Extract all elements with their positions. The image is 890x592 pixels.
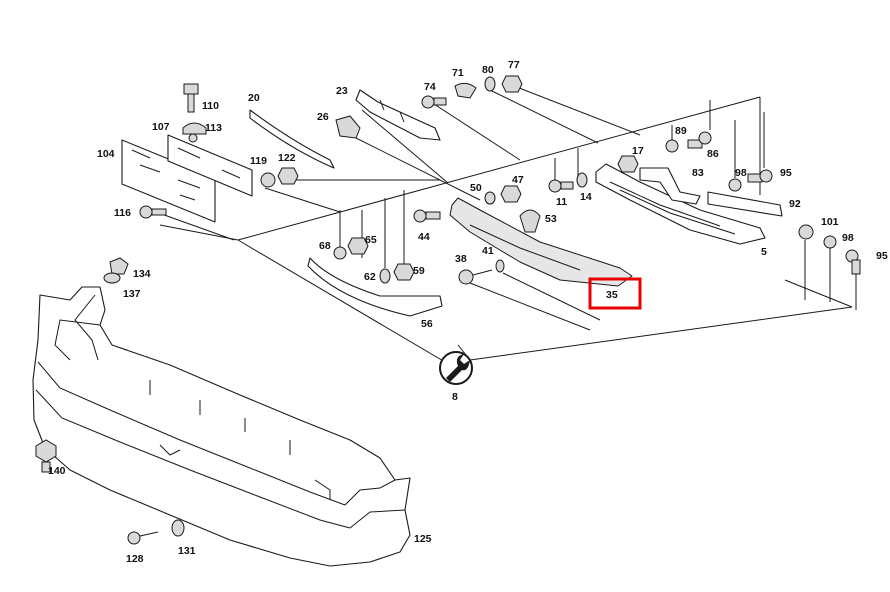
clip-71	[454, 82, 477, 99]
nut-17	[617, 155, 639, 173]
bolt-140	[35, 439, 57, 473]
label-23: 23	[336, 85, 348, 97]
label-101: 101	[821, 216, 839, 228]
washer-101	[798, 224, 814, 240]
label-83: 83	[692, 167, 704, 179]
label-50: 50	[470, 182, 482, 194]
strip-35	[449, 197, 633, 287]
label-95-upper: 95	[780, 167, 792, 179]
screw-128	[127, 531, 159, 545]
washer-62	[379, 268, 391, 284]
bolt-74	[421, 95, 447, 109]
label-17: 17	[632, 145, 644, 157]
license-plate-bracket	[121, 134, 253, 223]
label-53: 53	[545, 213, 557, 225]
washer-137	[103, 272, 121, 284]
label-131: 131	[178, 545, 196, 557]
label-11: 11	[556, 196, 567, 208]
label-95-lower: 95	[876, 250, 888, 262]
plate-clip	[182, 122, 207, 143]
bolt-86	[687, 131, 712, 149]
label-122: 122	[278, 152, 296, 164]
screw-116	[139, 205, 167, 219]
label-41: 41	[482, 245, 494, 257]
label-47: 47	[512, 174, 524, 186]
label-125: 125	[414, 533, 432, 545]
strip-23	[355, 89, 441, 141]
label-8: 8	[452, 391, 458, 403]
label-5: 5	[761, 246, 767, 258]
washer-41	[495, 259, 505, 273]
washer-68	[333, 246, 347, 260]
highlight-box	[588, 277, 642, 310]
bolt-95-lower	[845, 249, 861, 275]
label-20: 20	[248, 92, 260, 104]
label-128: 128	[126, 553, 144, 565]
strip-5	[595, 163, 766, 245]
label-68: 68	[319, 240, 331, 252]
bolt-95-upper	[747, 169, 773, 183]
washer-89	[665, 139, 679, 153]
nut-65	[347, 237, 369, 255]
label-59: 59	[413, 265, 425, 277]
washer-98-upper	[728, 178, 742, 192]
label-92: 92	[789, 198, 801, 210]
assembly-guide-lines	[155, 85, 857, 363]
part-labels: 110 107 113 104 20 119 122 116 134 137 2…	[48, 59, 888, 565]
washer-50	[484, 191, 496, 205]
label-98-lower: 98	[842, 232, 854, 244]
label-80: 80	[482, 64, 494, 76]
nut-77	[501, 75, 523, 93]
label-38: 38	[455, 253, 467, 265]
nut-59	[393, 263, 415, 281]
label-104: 104	[97, 148, 115, 160]
washer-119	[260, 172, 276, 188]
label-116: 116	[114, 207, 131, 219]
label-113: 113	[205, 122, 222, 134]
strip-56	[307, 257, 443, 317]
label-14: 14	[580, 191, 592, 203]
clip-53	[519, 209, 541, 233]
label-56: 56	[421, 318, 433, 330]
label-119: 119	[250, 155, 267, 167]
label-98-upper: 98	[735, 167, 747, 179]
label-74: 74	[424, 81, 436, 93]
label-26: 26	[317, 111, 329, 123]
bumper-cover	[32, 286, 411, 567]
label-89: 89	[675, 125, 687, 137]
washer-98-lower	[823, 235, 837, 249]
label-86: 86	[707, 148, 719, 160]
bolt-44	[413, 209, 441, 223]
label-35: 35	[606, 289, 618, 301]
label-137: 137	[123, 288, 141, 300]
clip-26	[335, 115, 361, 139]
bolt-110	[183, 83, 199, 113]
label-71: 71	[452, 67, 464, 79]
washer-131	[171, 519, 185, 537]
nut-122	[277, 167, 299, 185]
nut-134	[109, 257, 129, 275]
label-110: 110	[202, 100, 219, 112]
wrench-icon	[439, 351, 473, 385]
bolt-11	[548, 179, 574, 193]
label-107: 107	[152, 121, 170, 133]
label-44: 44	[418, 231, 430, 243]
washer-14	[576, 172, 588, 188]
label-134: 134	[133, 268, 151, 280]
label-62: 62	[364, 271, 376, 283]
label-140: 140	[48, 465, 66, 477]
nut-47	[500, 185, 522, 203]
label-65: 65	[365, 234, 377, 246]
bracket-83	[639, 167, 701, 205]
screw-38	[458, 269, 493, 285]
washer-80	[484, 76, 496, 92]
bracket-92	[707, 191, 783, 217]
strip-20	[249, 109, 335, 169]
label-77: 77	[508, 59, 520, 71]
